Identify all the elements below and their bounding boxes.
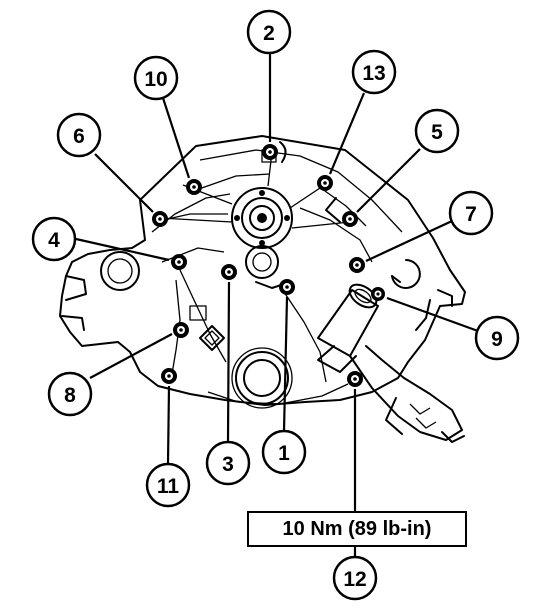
bolt-3 [221, 264, 237, 280]
bolt-12 [347, 371, 363, 387]
callout-9: 9 [474, 315, 520, 361]
callout-4: 4 [31, 216, 77, 262]
callout-2: 2 [246, 9, 292, 55]
callout-4-label: 4 [48, 229, 60, 252]
callout-6-label: 6 [73, 125, 85, 148]
bolt-8 [173, 322, 189, 338]
callout-3: 3 [205, 440, 251, 486]
callout-7-label: 7 [465, 203, 477, 226]
bolt-10 [186, 179, 202, 195]
callout-3-label: 3 [222, 453, 234, 476]
bolt-4 [171, 254, 187, 270]
leader-5 [356, 148, 421, 213]
leader-8 [89, 333, 173, 379]
bolt-7 [349, 257, 365, 273]
bolt-13 [317, 175, 333, 191]
callout-13: 13 [351, 49, 397, 95]
callouts: 1 2 3 4 5 6 7 [31, 9, 520, 601]
leader-10 [161, 97, 191, 179]
leader-4 [75, 237, 170, 262]
callout-13-label: 13 [362, 62, 385, 85]
leader-lines [75, 54, 479, 511]
leader-6 [94, 153, 154, 213]
callout-1: 1 [261, 429, 307, 475]
torque-spec-label: 10 Nm (89 lb-in) [247, 511, 467, 547]
callout-11-label: 11 [157, 475, 180, 498]
leader-3 [226, 281, 231, 442]
bolt-9 [371, 287, 385, 301]
leader-7 [365, 220, 453, 262]
callout-7: 7 [448, 190, 494, 236]
callout-10-label: 10 [144, 68, 167, 91]
bolt-5 [342, 211, 358, 227]
callout-5: 5 [414, 108, 460, 154]
outlet-housing [317, 289, 379, 357]
callout-8-label: 8 [64, 384, 76, 407]
bolt-heads [152, 144, 385, 387]
callout-12: 12 [332, 555, 378, 601]
callout-6: 6 [56, 112, 102, 158]
bolt-6 [152, 211, 168, 227]
callout-8: 8 [47, 371, 93, 417]
callout-9-label: 9 [491, 328, 503, 351]
leader-11 [166, 385, 171, 464]
front-cover-illustration [59, 135, 466, 443]
callout-2-label: 2 [263, 22, 275, 45]
cover-outline [59, 135, 466, 406]
callout-5-label: 5 [431, 121, 443, 144]
callout-10: 10 [133, 55, 179, 101]
callout-1-label: 1 [278, 442, 290, 465]
bolt-11 [161, 368, 177, 384]
callout-12-label: 12 [343, 568, 366, 591]
leader-1 [282, 296, 289, 432]
bolt-2 [262, 144, 278, 160]
leader-9 [386, 296, 479, 333]
leader-13 [328, 92, 366, 175]
callout-11: 11 [145, 462, 191, 508]
bolt-1 [279, 279, 295, 295]
